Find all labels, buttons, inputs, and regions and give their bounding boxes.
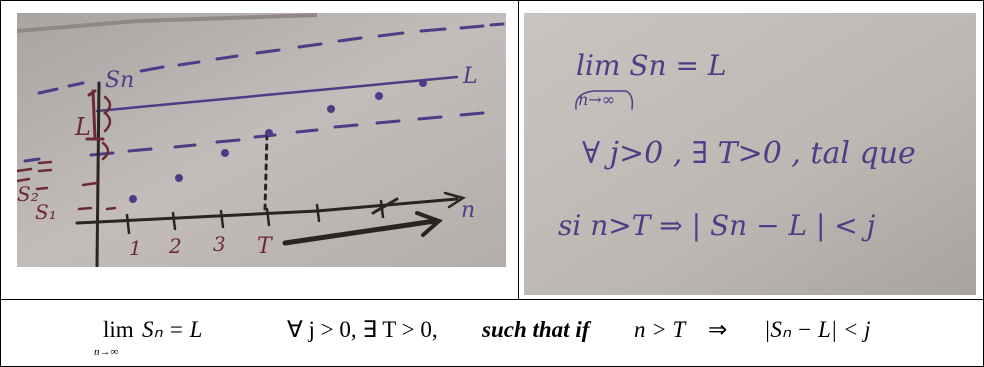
handwritten-limit-subscript: n→∞ (578, 90, 615, 109)
column-divider (518, 0, 519, 299)
such-that-text: such that if (482, 317, 590, 342)
limit-subscript: n→∞ (94, 346, 119, 358)
graph-drawing: Sn L L S₂ S₁ n 1 2 3 T (17, 13, 506, 267)
handwritten-condition: ∀ j>0 , ∃ T>0 , tal que (582, 136, 916, 171)
label-sn-top: Sn (105, 68, 134, 93)
implies-arrow: ⇒ (708, 317, 728, 342)
limit-expression: Sₙ = L (142, 317, 203, 342)
definition-drawing: lim Sn = L n→∞ ∀ j>0 , ∃ T>0 , tal que s… (524, 13, 976, 295)
tick-label-3: 3 (213, 232, 226, 256)
label-L-right: L (462, 64, 478, 89)
tick-label-T: T (257, 234, 274, 259)
handwritten-limit: lim Sn = L (576, 49, 726, 82)
quantifier-condition: ∀ j > 0, ∃ T > 0, (287, 317, 438, 342)
typeset-definition: lim n→∞ Sₙ = L ∀ j > 0, ∃ T > 0, such th… (0, 300, 984, 366)
label-n-axis: n (461, 198, 475, 223)
whiteboard-graph-photo: Sn L L S₂ S₁ n 1 2 3 T (17, 13, 506, 267)
label-s2: S₂ (17, 182, 39, 206)
row-divider (0, 299, 984, 300)
whiteboard-definition-photo: lim Sn = L n→∞ ∀ j>0 , ∃ T>0 , tal que s… (524, 13, 976, 295)
tick-label-2: 2 (168, 234, 182, 258)
label-L-left: L (74, 113, 91, 141)
absolute-value-expression: |Sₙ − L| < j (764, 317, 871, 342)
limit-operator: lim (103, 317, 134, 342)
label-s1: S₁ (35, 200, 57, 224)
tick-label-1: 1 (129, 236, 142, 260)
handwritten-implication: si n>T ⇒ | Sn − L | < j (558, 209, 876, 242)
n-greater-T: n > T (634, 317, 686, 342)
